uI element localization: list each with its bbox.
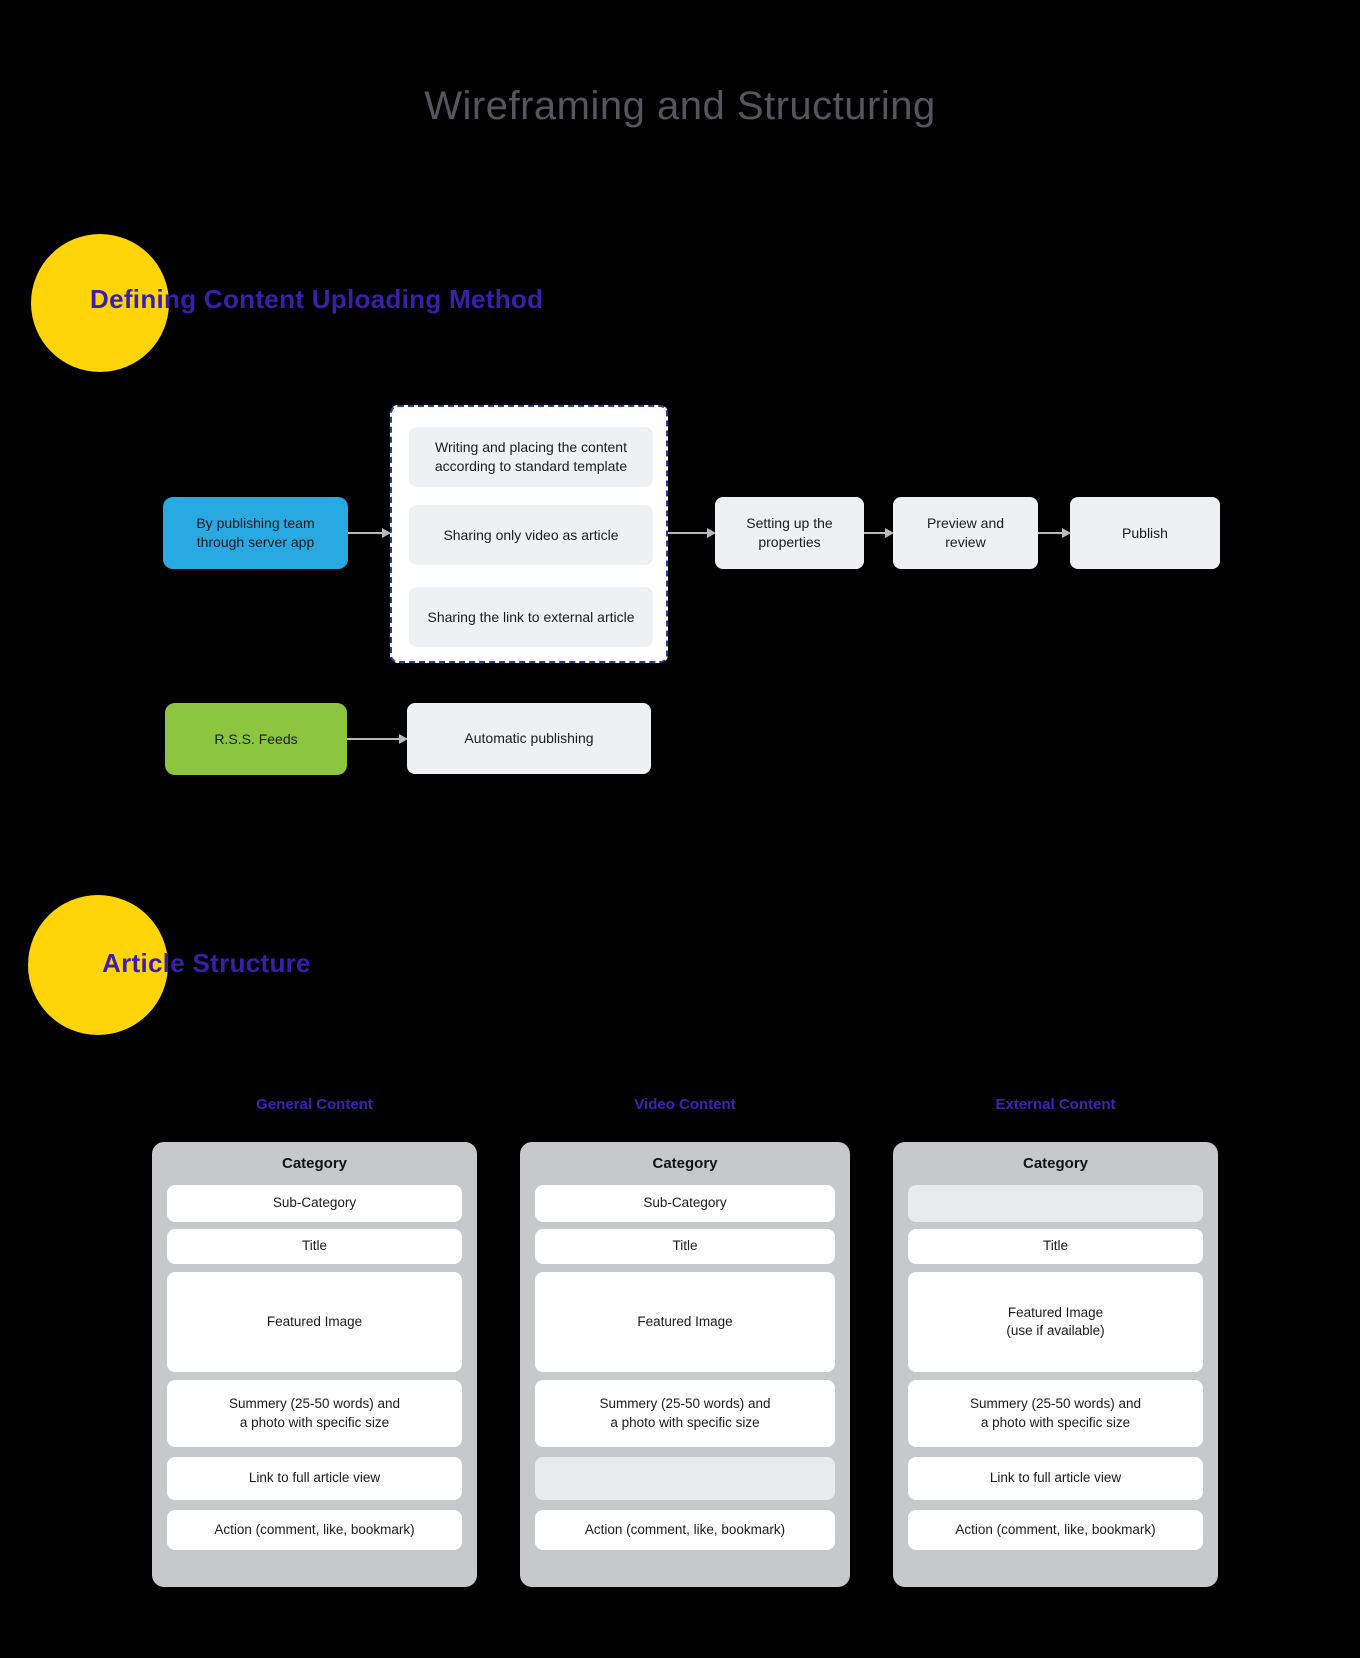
flow-arrow (348, 528, 391, 538)
row-title: Title (167, 1229, 462, 1264)
step-setting-properties-box: Setting up the properties (715, 497, 864, 569)
row-summary: Summery (25-50 words) and a photo with s… (167, 1380, 462, 1447)
row-action: Action (comment, like, bookmark) (167, 1510, 462, 1550)
page-title: Wireframing and Structuring (424, 84, 936, 128)
section-heading-uploading: Defining Content Uploading Method (90, 284, 544, 314)
column-label-general-content: General Content (256, 1096, 373, 1113)
row-sub-category: Sub-Category (167, 1185, 462, 1222)
automatic-publishing-box: Automatic publishing (407, 703, 651, 774)
option-box-video-article: Sharing only video as article (409, 505, 653, 565)
card-header-category: Category (281, 1155, 348, 1172)
publisher-source-box: By publishing team through server app (163, 497, 348, 569)
row-featured-image: Featured Image (167, 1272, 462, 1372)
row-featured-image: Featured Image (use if available) (908, 1272, 1203, 1372)
column-label-external-content: External Content (995, 1096, 1116, 1113)
row-featured-image: Featured Image (535, 1272, 835, 1372)
section-accent-circle (31, 234, 169, 372)
rss-feeds-box: R.S.S. Feeds (165, 703, 347, 775)
option-box-standard-template: Writing and placing the content accordin… (409, 427, 653, 487)
row-link-full-article: Link to full article view (167, 1457, 462, 1500)
step-preview-review-box: Preview and review (893, 497, 1038, 569)
row-empty-placeholder (908, 1185, 1203, 1222)
row-action: Action (comment, like, bookmark) (535, 1510, 835, 1550)
card-header-category: Category (1022, 1155, 1089, 1172)
row-summary: Summery (25-50 words) and a photo with s… (908, 1380, 1203, 1447)
flow-arrow (347, 734, 408, 744)
flow-arrow (1038, 528, 1071, 538)
row-sub-category: Sub-Category (535, 1185, 835, 1222)
flow-arrow (668, 528, 716, 538)
card-external-content: Category Title Featured Image (use if av… (893, 1142, 1218, 1587)
row-empty-placeholder (535, 1457, 835, 1500)
row-action: Action (comment, like, bookmark) (908, 1510, 1203, 1550)
card-video-content: Category Sub-Category Title Featured Ima… (520, 1142, 850, 1587)
card-header-category: Category (652, 1155, 718, 1172)
row-link-full-article: Link to full article view (908, 1457, 1203, 1500)
column-label-video-content: Video Content (634, 1096, 736, 1113)
card-general-content: Category Sub-Category Title Featured Ima… (152, 1142, 477, 1587)
flow-arrow (864, 528, 894, 538)
row-title: Title (535, 1229, 835, 1264)
row-title: Title (908, 1229, 1203, 1264)
upload-options-panel: Writing and placing the content accordin… (390, 405, 668, 663)
section-heading-article-structure: Article Structure (102, 948, 311, 978)
option-box-external-link: Sharing the link to external article (409, 587, 653, 647)
step-publish-box: Publish (1070, 497, 1220, 569)
row-summary: Summery (25-50 words) and a photo with s… (535, 1380, 835, 1447)
section-accent-circle (28, 895, 168, 1035)
